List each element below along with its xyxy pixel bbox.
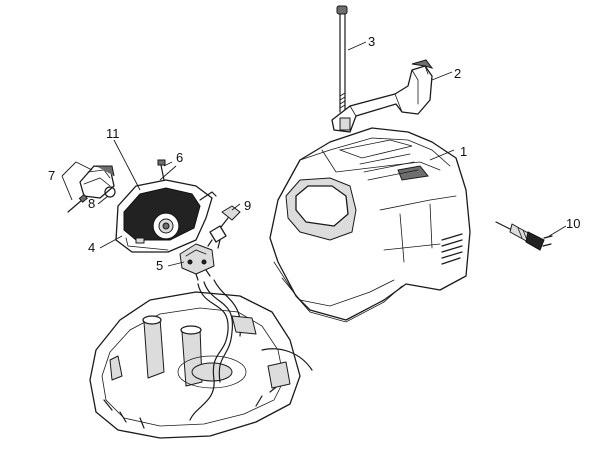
callout-9: 9 bbox=[244, 198, 251, 213]
part-1-cover bbox=[269, 127, 471, 323]
part-4-front-panel bbox=[115, 179, 217, 253]
part-7-screw bbox=[67, 193, 88, 213]
base-housing bbox=[89, 279, 313, 439]
part-8-washer bbox=[104, 186, 116, 198]
callout-6: 6 bbox=[176, 150, 183, 165]
callout-7: 7 bbox=[48, 168, 55, 183]
part-9-connector bbox=[207, 205, 241, 249]
callout-labels: 1 2 3 4 5 6 7 8 9 10 11 bbox=[48, 34, 580, 273]
part-10-plug bbox=[495, 221, 553, 251]
leader-lines bbox=[61, 41, 567, 267]
part-2-handle bbox=[331, 59, 434, 133]
part-3-bolt bbox=[336, 5, 348, 113]
callout-4: 4 bbox=[88, 240, 95, 255]
part-5-switch bbox=[179, 243, 215, 281]
callout-2: 2 bbox=[454, 66, 461, 81]
callout-8: 8 bbox=[88, 196, 95, 211]
part-7-knob bbox=[79, 165, 115, 199]
callout-10: 10 bbox=[566, 216, 580, 231]
callout-11: 11 bbox=[106, 126, 120, 141]
callout-5: 5 bbox=[156, 258, 163, 273]
callout-1: 1 bbox=[460, 144, 467, 159]
callout-3: 3 bbox=[368, 34, 375, 49]
